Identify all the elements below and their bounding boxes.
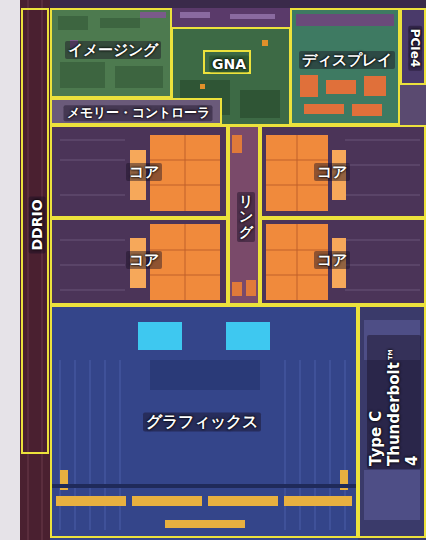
block-label: イメージング xyxy=(65,41,161,59)
core-block: コア xyxy=(50,218,228,305)
block-label: コア xyxy=(126,251,162,269)
block-label: GNA xyxy=(209,56,249,73)
memory-controller-block: メモリー・コントローラ xyxy=(50,98,222,125)
imaging-block: イメージング xyxy=(50,8,172,98)
block-label: コア xyxy=(314,163,350,181)
block-label: グラフィックス xyxy=(143,412,261,431)
io-block: DDRIO xyxy=(21,8,49,454)
block-label: コア xyxy=(314,251,350,269)
display-block: ディスプレイ xyxy=(290,8,400,125)
graphics-block: グラフィックス xyxy=(50,305,358,538)
block-label: リング xyxy=(237,192,255,242)
core-block: コア xyxy=(260,125,426,218)
core-block: コア xyxy=(50,125,228,218)
block-label: PCIe4 xyxy=(408,26,422,71)
block-label: Type C Thunderbolt™ 4 xyxy=(367,335,421,469)
pcie-block: PCIe4 xyxy=(400,8,426,85)
block-label: ディスプレイ xyxy=(299,51,395,69)
block-label: DDRIO xyxy=(29,196,46,253)
ring-bus: リング xyxy=(228,125,260,305)
io-block: Type C Thunderbolt™ 4 xyxy=(358,305,426,538)
block-label: コア xyxy=(126,163,162,181)
gna-block: GNA xyxy=(203,50,251,74)
block-label: メモリー・コントローラ xyxy=(64,105,213,121)
core-block: コア xyxy=(260,218,426,305)
